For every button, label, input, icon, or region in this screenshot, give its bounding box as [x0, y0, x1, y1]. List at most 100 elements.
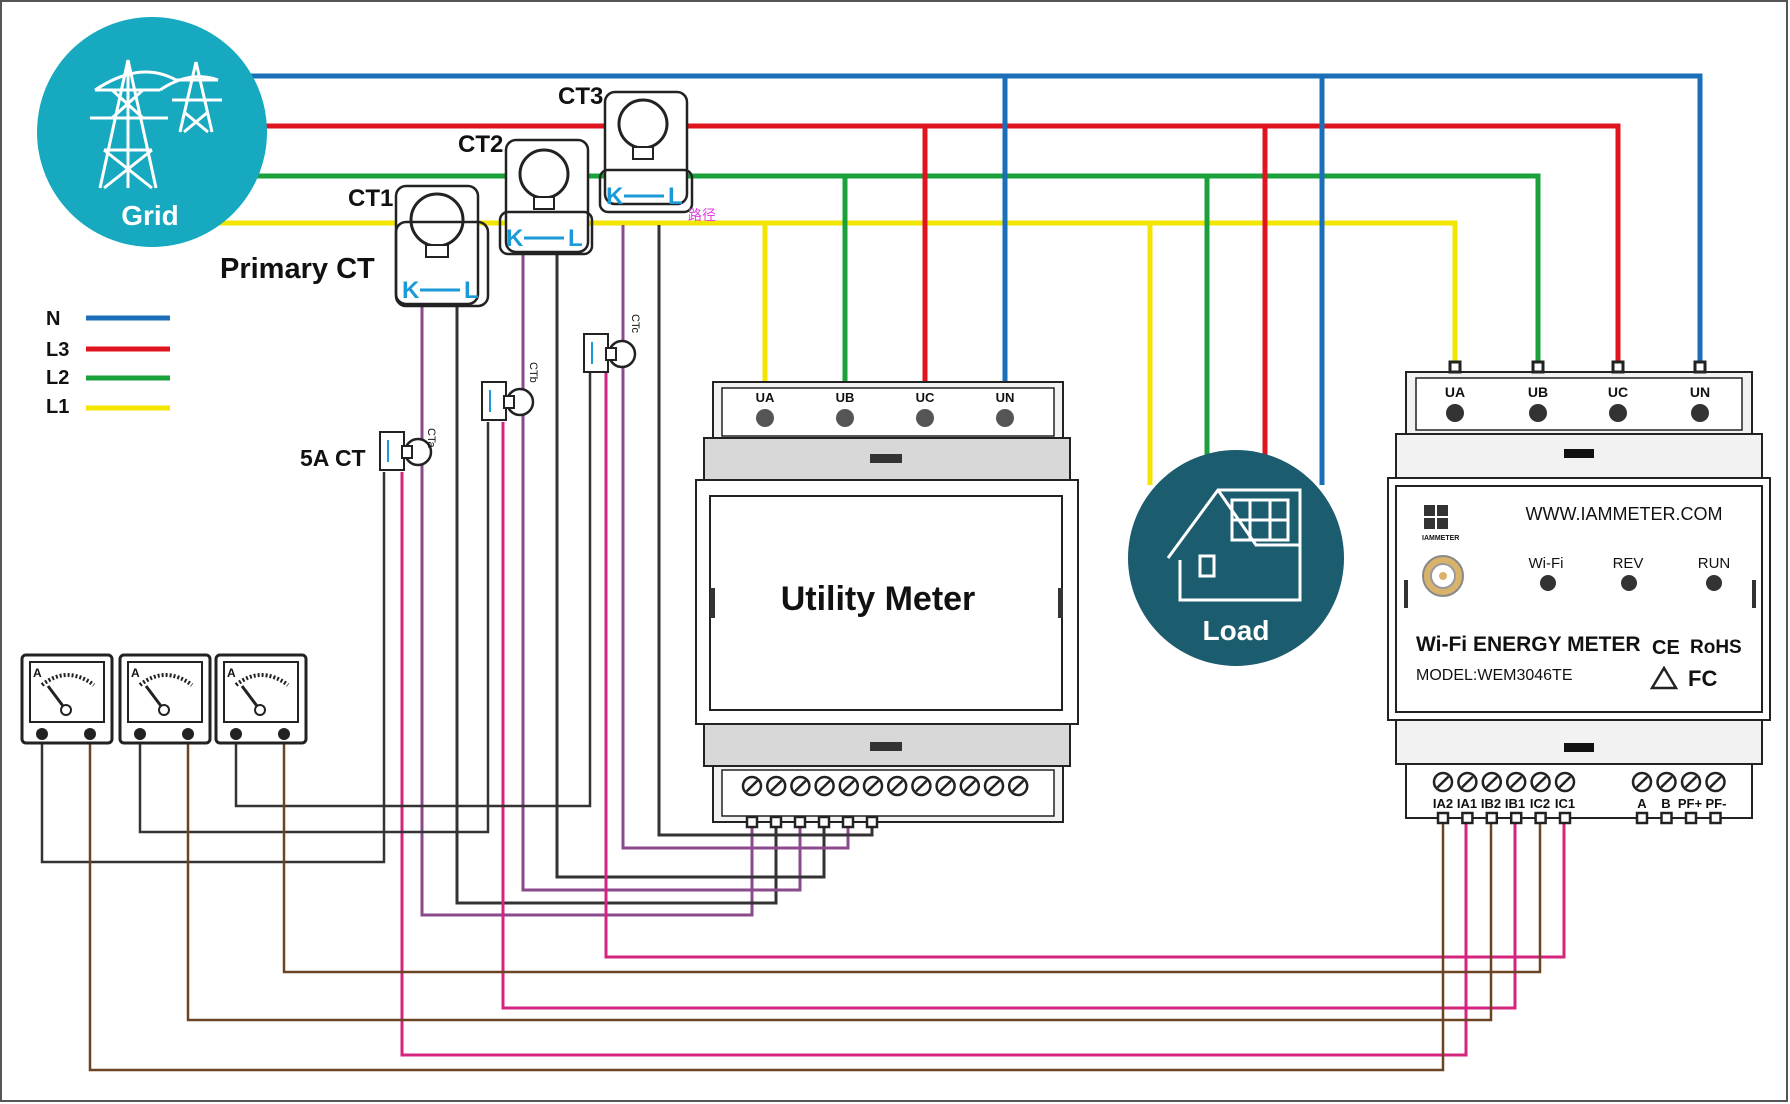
small-ct-label: 5A CT: [300, 445, 366, 471]
utility-meter-ct-nodes: [745, 815, 879, 829]
wifi-meter-ct-node: [1534, 811, 1547, 825]
wifi-meter-screw-terminals: [1432, 771, 1726, 793]
wifi-meter-comm-screw-slot: [1635, 775, 1649, 789]
utility-meter: UA UB UC UN Utility Meter: [695, 381, 1079, 829]
legend-label-n: N: [46, 308, 60, 330]
utility-meter-screw-slot: [842, 779, 856, 793]
l3-bus: [230, 123, 1621, 372]
wm-ct-ic2: IC2: [1530, 796, 1550, 811]
wifi-meter-ct-screw-slot: [1558, 775, 1572, 789]
utility-meter-screw-slot: [963, 779, 977, 793]
wm-brand: IAMMETER: [1422, 535, 1459, 542]
grid-label: Grid: [121, 200, 179, 231]
wifi-meter-ct-node: [1509, 811, 1523, 825]
ct2-k: K: [506, 225, 524, 252]
ct3-label: CT3: [558, 83, 603, 110]
primary-ct-2: K L CT2: [458, 131, 594, 256]
small-ct-c: CTc: [583, 314, 641, 373]
ct1-label: CT1: [348, 185, 393, 212]
utility-meter-ct-node: [769, 815, 783, 829]
utility-meter-screw-slot: [818, 779, 831, 793]
utility-meter-ct-node: [841, 815, 855, 829]
ct3-l: L: [668, 183, 683, 210]
utility-meter-screw-slot: [1011, 779, 1025, 793]
wm-led-rev-label: REV: [1613, 555, 1644, 572]
bus-lines: [200, 73, 1703, 485]
wifi-meter-comm-screw-slot: [1660, 775, 1673, 789]
legend-label-l3: L3: [46, 339, 69, 361]
wm-top-un: UN: [1690, 384, 1710, 400]
wm-ct-ib2: IB2: [1481, 796, 1501, 811]
ammeter-3: A: [214, 653, 308, 745]
small-ct-a: CTa: [379, 428, 437, 471]
wm-comm-b: B: [1661, 796, 1670, 811]
transmission-tower-icon: [90, 59, 222, 190]
ammeter-1-symbol: A: [33, 666, 42, 680]
house-solar-icon: [1166, 488, 1302, 602]
wifi-meter-ct-screw-slot: [1534, 775, 1547, 789]
wifi-meter-ct-screw-slot: [1509, 775, 1523, 789]
iammeter-logo-icon: [1424, 505, 1448, 529]
wifi-meter-ct-screw-slot: [1485, 775, 1499, 789]
legend: N L3 L2 L1: [46, 308, 170, 418]
rcm-mark-icon: [1649, 665, 1679, 690]
wm-ct-ib1: IB1: [1505, 796, 1525, 811]
wifi-meter-ct-node: [1461, 811, 1474, 825]
primary-ct-1: K L CT1: [348, 184, 490, 308]
utility-meter-screw-slot: [794, 779, 807, 793]
rohs-mark: RoHS: [1690, 637, 1742, 658]
wm-led-run: [1706, 575, 1722, 591]
wifi-meter-ct-node: [1485, 811, 1499, 825]
utility-meter-title: Utility Meter: [781, 580, 976, 618]
utility-meter-screw-terminals: [741, 775, 1029, 797]
wm-comm-a: A: [1637, 796, 1647, 811]
wifi-meter-ct-screw-slot: [1461, 775, 1474, 789]
wm-led-rev: [1621, 575, 1637, 591]
wifi-meter-terminal-nodes: [1436, 811, 1722, 825]
ce-mark: CE: [1652, 637, 1680, 659]
legend-label-l2: L2: [46, 367, 69, 389]
small-ct-b: CTb: [481, 362, 539, 421]
n-bus: [230, 73, 1703, 372]
wifi-meter-comm-screw-slot: [1684, 775, 1698, 789]
wifi-meter-comm-screw-slot: [1709, 775, 1722, 789]
utility-meter-ct-node: [745, 815, 759, 829]
wm-top-uc: UC: [1608, 384, 1628, 400]
ct-secondary-wires: [420, 225, 874, 917]
um-terminal-un: UN: [996, 390, 1015, 405]
wm-top-ub: UB: [1528, 384, 1548, 400]
utility-meter-screw-slot: [769, 779, 783, 793]
primary-ct-3: K L CT3: [558, 83, 694, 214]
load: Load: [1128, 450, 1344, 666]
ammeter-1: A: [20, 653, 114, 745]
small-ct-wires: [400, 370, 1566, 1057]
ct2-label: CT2: [458, 131, 503, 158]
primary-ct-label: Primary CT: [220, 253, 375, 285]
wifi-energy-meter: UA UB UC UN IAMMETER WWW.IAMMETER.COM Wi…: [1387, 360, 1771, 825]
l1-bus: [200, 220, 1458, 372]
load-label: Load: [1203, 615, 1270, 646]
wm-product-name: Wi-Fi ENERGY METER: [1416, 633, 1641, 656]
um-terminal-uc: UC: [916, 390, 935, 405]
wm-led-run-label: RUN: [1698, 555, 1731, 572]
um-terminal-ub: UB: [836, 390, 855, 405]
ammeter-3-symbol: A: [227, 666, 236, 680]
small-ct-b-label: CTb: [527, 362, 539, 383]
grid-source: Grid: [37, 17, 267, 247]
utility-meter-ct-node: [817, 815, 831, 829]
ammeter-wires: [40, 370, 1542, 1072]
utility-meter-screw-slot: [866, 779, 880, 793]
wifi-meter-comm-node: [1635, 811, 1649, 825]
wifi-meter-ct-screw-slot: [1436, 775, 1450, 789]
ct2-l: L: [568, 225, 583, 252]
wm-led-wifi: [1540, 575, 1556, 591]
ct3-k: K: [606, 183, 624, 210]
wifi-meter-ct-node: [1436, 811, 1450, 825]
wm-comm-pfm: PF-: [1706, 796, 1727, 811]
ct1-l: L: [464, 277, 479, 304]
ammeter-2: A: [118, 653, 212, 745]
wm-led-wifi-label: Wi-Fi: [1529, 555, 1564, 572]
utility-meter-screw-slot: [915, 779, 928, 793]
ct1-k: K: [402, 277, 420, 304]
